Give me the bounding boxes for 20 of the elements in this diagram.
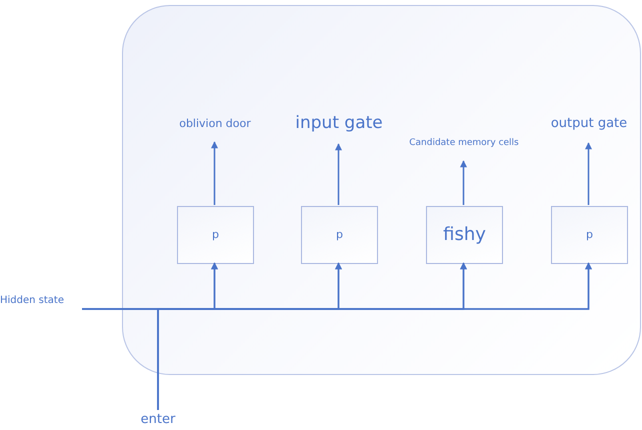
- label-text: p: [586, 228, 593, 242]
- arrow: [157, 262, 592, 410]
- label-text: fishy: [443, 225, 486, 245]
- arrow: [460, 160, 467, 205]
- arrow: [211, 141, 218, 205]
- label-text: enter: [140, 412, 176, 428]
- layer-box: [426, 206, 503, 264]
- label-text: Candidate memory cells: [409, 139, 519, 149]
- label-text: input gate: [295, 114, 383, 132]
- label-text: Hidden state: [0, 294, 64, 306]
- arrow: [335, 143, 342, 205]
- layer-box: [301, 206, 378, 264]
- label-text: oblivion door: [179, 118, 251, 130]
- label-text: p: [336, 228, 343, 242]
- layer-box: [551, 206, 628, 264]
- label-text: output gate: [550, 116, 628, 132]
- label-text: p: [212, 228, 219, 242]
- cell-frame: [122, 5, 641, 375]
- arrow: [585, 142, 592, 205]
- layer-box: [177, 206, 254, 264]
